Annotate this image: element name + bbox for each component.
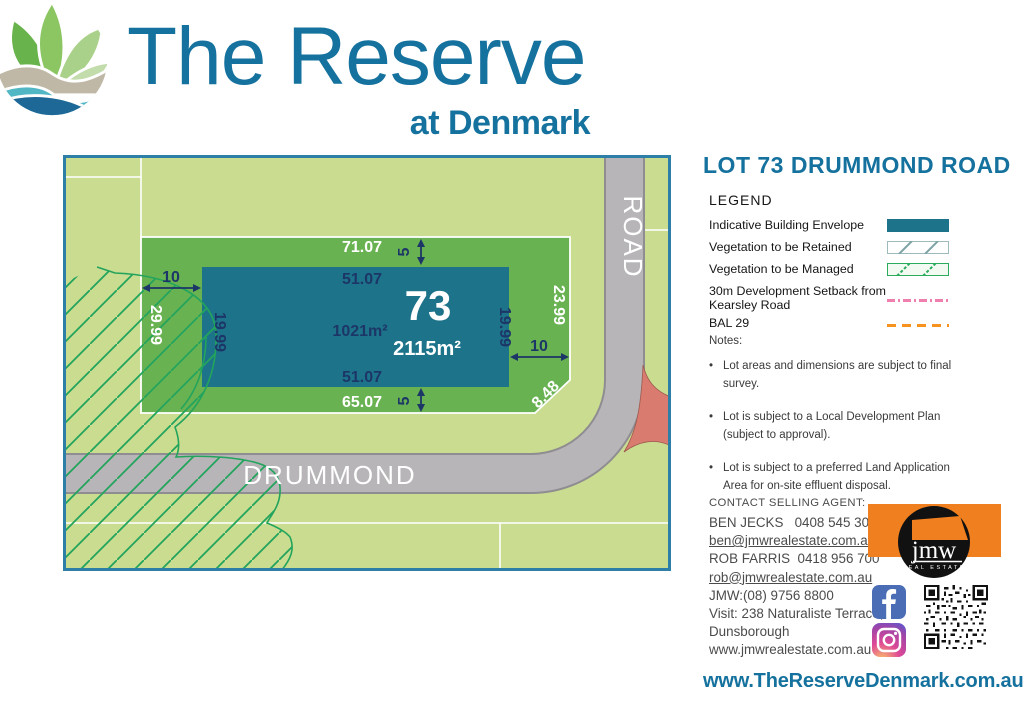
vegetation-contour-line — [180, 336, 207, 410]
dim-lot-left: 29.99 — [147, 305, 164, 345]
dim-setback-right: 10 — [530, 338, 548, 355]
envelope-swatch — [887, 219, 949, 232]
legend: LEGEND Indicative Building Envelope Vege… — [709, 192, 997, 338]
note-item: Lot is subject to a preferred Land Appli… — [709, 459, 969, 496]
dim-env-top: 51.07 — [342, 271, 382, 288]
reserve-logo-icon — [0, 4, 108, 116]
agent-email-link[interactable]: ben@jmwrealestate.com.au — [709, 533, 876, 549]
dim-lot-right: 23.99 — [550, 285, 567, 325]
agent-email-link[interactable]: rob@jmwrealestate.com.au — [709, 569, 873, 585]
info-panel: LOT 73 DRUMMOND ROAD LEGEND Indicative B… — [703, 152, 1024, 712]
brand-title: The Reserve — [127, 11, 586, 102]
street-name-drummond: DRUMMOND — [243, 460, 416, 490]
vegetation-hatch-area — [63, 267, 293, 571]
legend-label: 30m Development Setback from Kearsley Ro… — [709, 284, 886, 312]
dim-lot-top: 71.07 — [342, 239, 382, 256]
envelope-area-label: 1021m² — [332, 323, 387, 340]
office-suburb: Dunsborough — [709, 624, 790, 640]
notes-title: Notes: — [709, 335, 743, 347]
lot-area-label: 2115m² — [393, 338, 461, 360]
map-border — [63, 155, 671, 571]
note-item: Lot is subject to a Local Development Pl… — [709, 408, 969, 445]
legend-item-envelope: Indicative Building Envelope — [709, 218, 997, 240]
qr-code — [924, 585, 988, 649]
legend-label: BAL 29 — [709, 316, 750, 330]
dimension-arrowheads — [142, 239, 569, 412]
note-item: Lot areas and dimensions are subject to … — [709, 357, 969, 394]
bal-line-swatch — [887, 317, 949, 331]
contact-block: CONTACT SELLING AGENT: BEN JECKS 0408 54… — [709, 497, 884, 660]
jmw-logo: jmw REAL ESTATE — [868, 504, 1001, 578]
jmw-tagline: REAL ESTATE — [902, 565, 966, 571]
dim-setback-top: 5 — [396, 247, 413, 256]
legend-item-bal: BAL 29 — [709, 316, 997, 338]
dim-env-left: 19.99 — [211, 312, 228, 352]
agency-website-link[interactable]: www.jmwrealestate.com.au — [709, 642, 872, 658]
dim-lot-bottom: 65.07 — [342, 394, 382, 411]
agent-name-phone: ROB FARRIS 0418 956 700 — [709, 551, 880, 567]
building-envelope — [202, 267, 509, 387]
office-phone: JMW:(08) 9756 8800 — [709, 587, 834, 603]
veg-retained-swatch — [887, 240, 949, 257]
dim-env-right: 19.99 — [496, 307, 513, 347]
project-website-link[interactable]: www.TheReserveDenmark.com.au — [703, 670, 1024, 692]
legend-label: Indicative Building Envelope — [709, 218, 864, 232]
street-name-road: ROAD — [618, 195, 648, 278]
agent-name-phone: BEN JECKS 0408 545 304 — [709, 515, 877, 530]
contact-heading: CONTACT SELLING AGENT: — [709, 497, 866, 509]
instagram-icon[interactable] — [872, 623, 906, 657]
lot-number-label: 73 — [405, 282, 452, 329]
lot-boundary-lines — [63, 155, 671, 571]
lot-heading: LOT 73 DRUMMOND ROAD — [703, 152, 1011, 178]
legend-item-veg-managed: Vegetation to be Managed — [709, 262, 997, 284]
dim-env-bottom: 51.07 — [342, 369, 382, 386]
vegetation-boundary-line — [96, 266, 293, 572]
dimension-arrows — [145, 247, 566, 404]
veg-managed-swatch — [887, 262, 949, 279]
notes: Notes: Lot areas and dimensions are subj… — [709, 335, 969, 509]
brand-subtitle: at Denmark — [409, 104, 591, 142]
office-address: Visit: 238 Naturaliste Terrace, — [709, 606, 884, 622]
dim-setback-left: 10 — [162, 269, 180, 286]
legend-label: Vegetation to be Managed — [709, 262, 854, 276]
legend-title: LEGEND — [709, 192, 773, 208]
legend-label: Vegetation to be Retained — [709, 240, 852, 254]
jmw-wordmark: jmw — [911, 537, 956, 564]
legend-item-veg-retained: Vegetation to be Retained — [709, 240, 997, 262]
facebook-icon[interactable] — [872, 585, 906, 619]
dim-setback-bottom: 5 — [396, 396, 413, 405]
setback-line-swatch — [887, 292, 949, 306]
lot-plan-map: 71.07 51.07 5 10 29.99 19.99 73 1021m² 2… — [58, 150, 672, 576]
road-surface — [58, 150, 643, 492]
legend-item-setback: 30m Development Setback from Kearsley Ro… — [709, 284, 997, 316]
corner-feature-red — [623, 364, 672, 453]
